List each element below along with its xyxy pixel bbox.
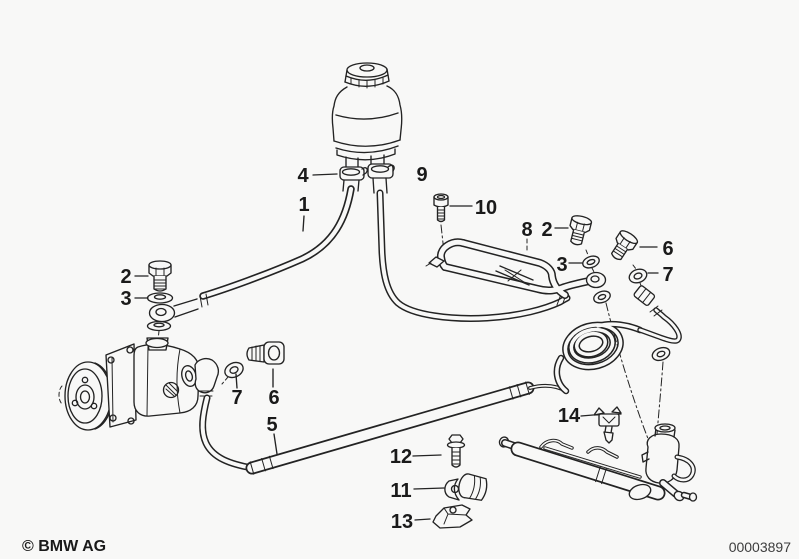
callout-10[interactable]: 10 bbox=[475, 197, 497, 219]
sealing-washer-pump-drawing bbox=[224, 361, 244, 379]
fitting-bolt-pump-drawing bbox=[246, 341, 285, 365]
callout-2-rack[interactable]: 2 bbox=[541, 219, 552, 241]
callout-11[interactable]: 11 bbox=[390, 480, 411, 502]
pressure-hose-drawing bbox=[194, 357, 568, 475]
pipe-bracket-tab bbox=[428, 256, 445, 268]
pipe-strap-drawing bbox=[495, 265, 534, 286]
callout-1[interactable]: 1 bbox=[298, 194, 309, 216]
rack-valve-body-drawing bbox=[641, 423, 696, 484]
callout-leader-lines bbox=[134, 173, 659, 521]
hose-clamp-left-drawing bbox=[339, 166, 368, 181]
callout-12[interactable]: 12 bbox=[390, 446, 412, 468]
steering-rack-drawing bbox=[498, 423, 698, 502]
callouts: 1 2 3 2 3 4 5 6 7 6 7 8 9 10 11 12 13 14 bbox=[120, 164, 673, 533]
pressure-pipe-rack-drawing bbox=[633, 285, 682, 344]
copyright-text: © BMW AG bbox=[22, 538, 106, 555]
suction-hose-drawing bbox=[173, 185, 355, 318]
fitting-bolt-rack-drawing bbox=[610, 230, 639, 261]
callout-13[interactable]: 13 bbox=[391, 511, 413, 533]
cooler-coil-drawing bbox=[553, 320, 644, 395]
sealing-washer-lower-drawing bbox=[651, 346, 671, 362]
cable-clip-drawing bbox=[593, 406, 622, 444]
banjo-bolt-pump-drawing bbox=[146, 260, 176, 332]
callout-8[interactable]: 8 bbox=[521, 219, 532, 241]
sealing-washer-rack-drawing bbox=[628, 268, 648, 284]
callout-5[interactable]: 5 bbox=[266, 414, 277, 436]
fluid-reservoir-drawing bbox=[331, 62, 403, 170]
return-hose-drawing bbox=[376, 189, 571, 322]
callout-14[interactable]: 14 bbox=[558, 405, 581, 427]
callout-7-pump[interactable]: 7 bbox=[231, 387, 242, 409]
callout-4[interactable]: 4 bbox=[297, 165, 309, 187]
return-hose-stub bbox=[372, 177, 388, 194]
hose-clamp-right-drawing bbox=[367, 163, 395, 179]
document-number: 00003897 bbox=[729, 539, 792, 555]
cooler-loop-pipe-drawing bbox=[425, 238, 593, 299]
callout-2-pump[interactable]: 2 bbox=[120, 266, 131, 288]
callout-7-rack[interactable]: 7 bbox=[662, 264, 673, 286]
sheet-clamp-drawing bbox=[432, 504, 473, 529]
socket-bolt-drawing bbox=[433, 193, 449, 223]
callout-3-rack[interactable]: 3 bbox=[556, 254, 567, 276]
suction-hose-stub bbox=[342, 179, 360, 192]
callout-3-pump[interactable]: 3 bbox=[120, 288, 131, 310]
callout-9[interactable]: 9 bbox=[416, 164, 427, 186]
banjo-bolt-rack-drawing bbox=[569, 215, 611, 304]
callout-6-rack[interactable]: 6 bbox=[662, 238, 673, 260]
rubber-grommet-drawing bbox=[444, 473, 488, 501]
flange-bolt-drawing bbox=[446, 434, 466, 468]
power-steering-pump-drawing bbox=[58, 337, 200, 431]
callout-6-pump[interactable]: 6 bbox=[268, 387, 279, 409]
